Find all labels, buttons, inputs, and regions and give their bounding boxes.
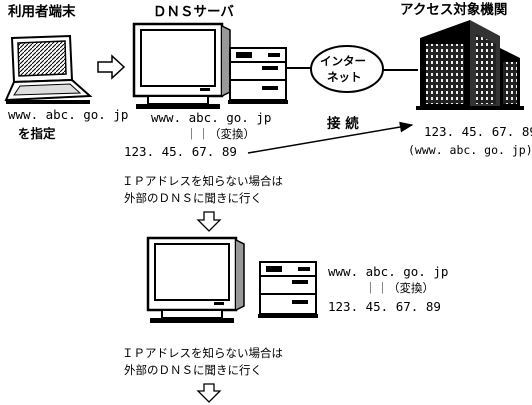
not-known-line1: ＩＰアドレスを知らない場合は — [122, 174, 283, 188]
hollow-arrow-down-icon — [196, 211, 222, 232]
user-terminal-label: 利用者端末 — [8, 4, 76, 20]
ext-dns-convert-text: ｜｜（変換） — [365, 281, 434, 295]
hollow-arrow-down-icon — [196, 383, 222, 403]
internet-label-line2: ネット — [327, 70, 362, 84]
target-domain-text: (www. abc. go. jp) — [408, 143, 532, 157]
target-org-label: アクセス対象機関 — [400, 2, 508, 18]
monitor-icon — [146, 236, 245, 323]
building-icon — [416, 20, 524, 110]
dns-server-label: ＤＮＳサーバ — [153, 4, 234, 20]
target-ip-text: 123. 45. 67. 89 — [424, 124, 532, 139]
not-known-line2-bottom: 外部のＤＮＳに聞きに行く — [124, 363, 262, 377]
internet-cloud-icon — [310, 45, 384, 93]
hollow-arrow-right-icon — [97, 54, 126, 80]
dns-ip-text: 123. 45. 67. 89 — [124, 144, 237, 159]
ext-dns-domain-text: www. abc. go. jp — [328, 264, 449, 279]
not-known-line2: 外部のＤＮＳに聞きに行く — [124, 191, 262, 205]
not-known-line1-bottom: ＩＰアドレスを知らない場合は — [122, 346, 283, 360]
connect-arrow — [247, 121, 414, 154]
specify-label: を指定 — [18, 126, 56, 141]
laptop-icon — [4, 34, 93, 104]
ext-dns-ip-text: 123. 45. 67. 89 — [328, 299, 441, 314]
dns-convert-text: ｜｜（変換） — [186, 127, 255, 141]
user-domain-text: www. abc. go. jp — [8, 107, 129, 122]
connect-label: 接 続 — [327, 116, 359, 132]
server-stack-icon — [258, 261, 318, 318]
server-stack-icon — [228, 47, 288, 104]
internet-label-line1: インター — [320, 54, 366, 68]
monitor-icon — [132, 22, 231, 109]
dns-domain-text: www. abc. go. jp — [151, 110, 272, 125]
